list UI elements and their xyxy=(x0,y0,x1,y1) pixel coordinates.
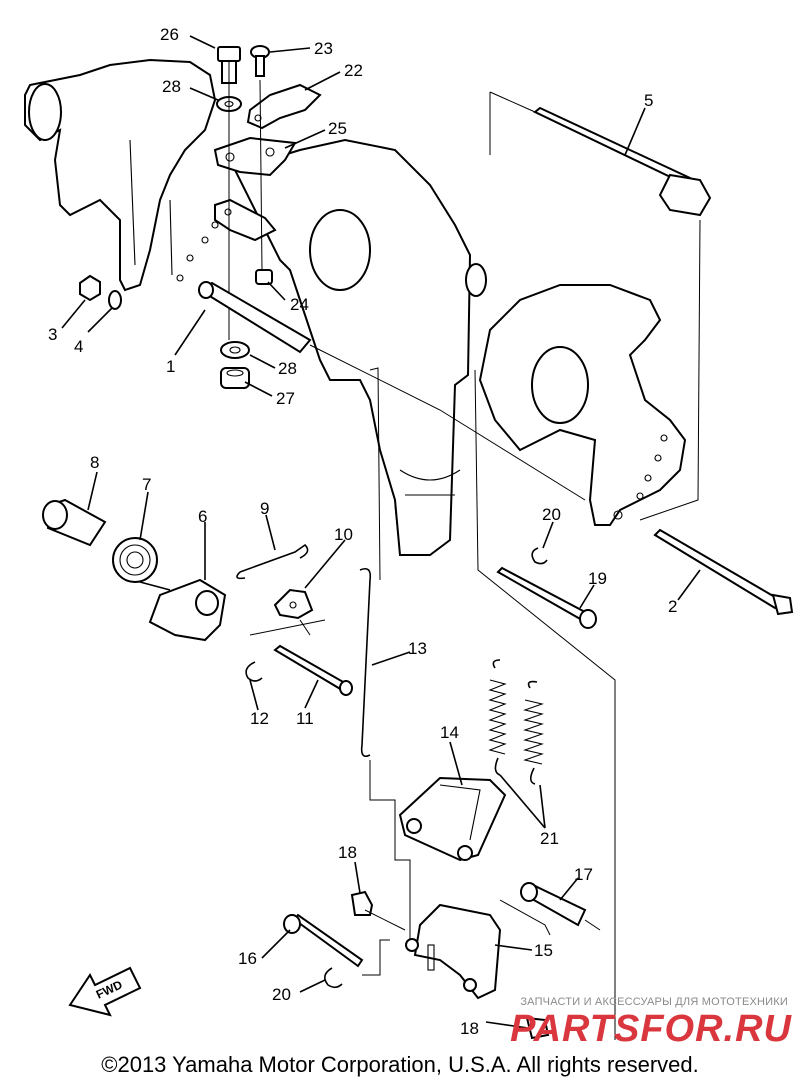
callout-26: 26 xyxy=(160,25,179,44)
clip-20-lower-part xyxy=(324,967,343,989)
callout-2: 2 xyxy=(668,597,677,616)
callout-7: 7 xyxy=(142,475,151,494)
cap-18-upper-part xyxy=(350,890,374,916)
callout-18-upper: 18 xyxy=(338,843,357,862)
plate-lower-part xyxy=(214,198,277,242)
callout-21: 21 xyxy=(540,829,559,848)
callout-17: 17 xyxy=(574,865,593,884)
callout-10: 10 xyxy=(334,525,353,544)
pin-5-part xyxy=(533,106,712,217)
callout-25: 25 xyxy=(328,119,347,138)
callout-13: 13 xyxy=(408,639,427,658)
fwd-direction-arrow: FWD xyxy=(68,966,142,1017)
pin-19-part xyxy=(496,566,597,629)
callout-19: 19 xyxy=(588,569,607,588)
callout-20-upper: 20 xyxy=(542,505,561,524)
callout-4: 4 xyxy=(74,337,83,356)
pin-11-part xyxy=(273,644,353,696)
callout-1: 1 xyxy=(166,357,175,376)
nut-24-part xyxy=(255,269,273,285)
callout-15: 15 xyxy=(534,941,553,960)
plate-25-part xyxy=(213,136,297,177)
callout-18-lower: 18 xyxy=(460,1019,479,1038)
callout-28-upper: 28 xyxy=(162,77,181,96)
callout-12: 12 xyxy=(250,709,269,728)
callout-28-lower: 28 xyxy=(278,359,297,378)
sleeve-8-part xyxy=(42,498,107,547)
cap-18-lower-part xyxy=(525,1016,550,1040)
callout-24: 24 xyxy=(290,295,309,314)
nut-27-part xyxy=(220,367,250,389)
bracket-15-part xyxy=(405,903,502,1000)
bracket-14-part xyxy=(398,776,507,862)
watermark-logo: PARTSFOR.RU xyxy=(510,1008,792,1050)
washer-28-lower-part xyxy=(220,341,250,359)
lever-10-part xyxy=(273,588,314,620)
callout-5: 5 xyxy=(644,91,653,110)
callout-6: 6 xyxy=(198,507,207,526)
tube-1-part xyxy=(198,281,312,354)
callout-11: 11 xyxy=(296,709,314,728)
pin-16-part xyxy=(283,913,364,968)
clamp-bracket-part xyxy=(478,284,687,526)
callout-16: 16 xyxy=(238,949,257,968)
clip-20-upper-part xyxy=(531,547,548,565)
callout-8: 8 xyxy=(90,453,99,472)
bolt-2-part xyxy=(653,528,794,616)
tube-17-part xyxy=(520,882,587,927)
spring-21a-part xyxy=(488,659,507,776)
screw-23-part xyxy=(250,45,270,77)
swivel-bracket-part xyxy=(24,58,219,292)
callout-27: 27 xyxy=(276,389,295,408)
callout-9: 9 xyxy=(260,499,269,518)
lever-6-part xyxy=(148,578,227,642)
plate-22-part xyxy=(246,83,322,130)
callout-20-lower: 20 xyxy=(272,985,291,1004)
callout-labels: 26 23 22 28 25 24 5 3 4 1 28 27 8 7 6 9 … xyxy=(48,25,677,1038)
callout-3: 3 xyxy=(48,325,57,344)
callout-23: 23 xyxy=(314,39,333,58)
nut-3-part xyxy=(79,274,101,302)
spring-7-part xyxy=(112,537,171,591)
clip-12-part xyxy=(245,661,263,682)
washer-4-part xyxy=(108,290,122,310)
rod-13-part xyxy=(359,567,372,758)
steering-housing-part xyxy=(233,138,487,556)
copyright-notice: ©2013 Yamaha Motor Corporation, U.S.A. A… xyxy=(101,1052,699,1077)
watermark-subtitle: ЗАПЧАСТИ И АКСЕССУАРЫ ДЛЯ МОТОТЕХНИКИ xyxy=(520,996,788,1008)
leader-lines xyxy=(61,35,701,1029)
spring-21b-part xyxy=(523,680,544,785)
callout-22: 22 xyxy=(344,61,363,80)
spring-wire-9-part xyxy=(236,543,309,580)
callout-14: 14 xyxy=(440,723,459,742)
